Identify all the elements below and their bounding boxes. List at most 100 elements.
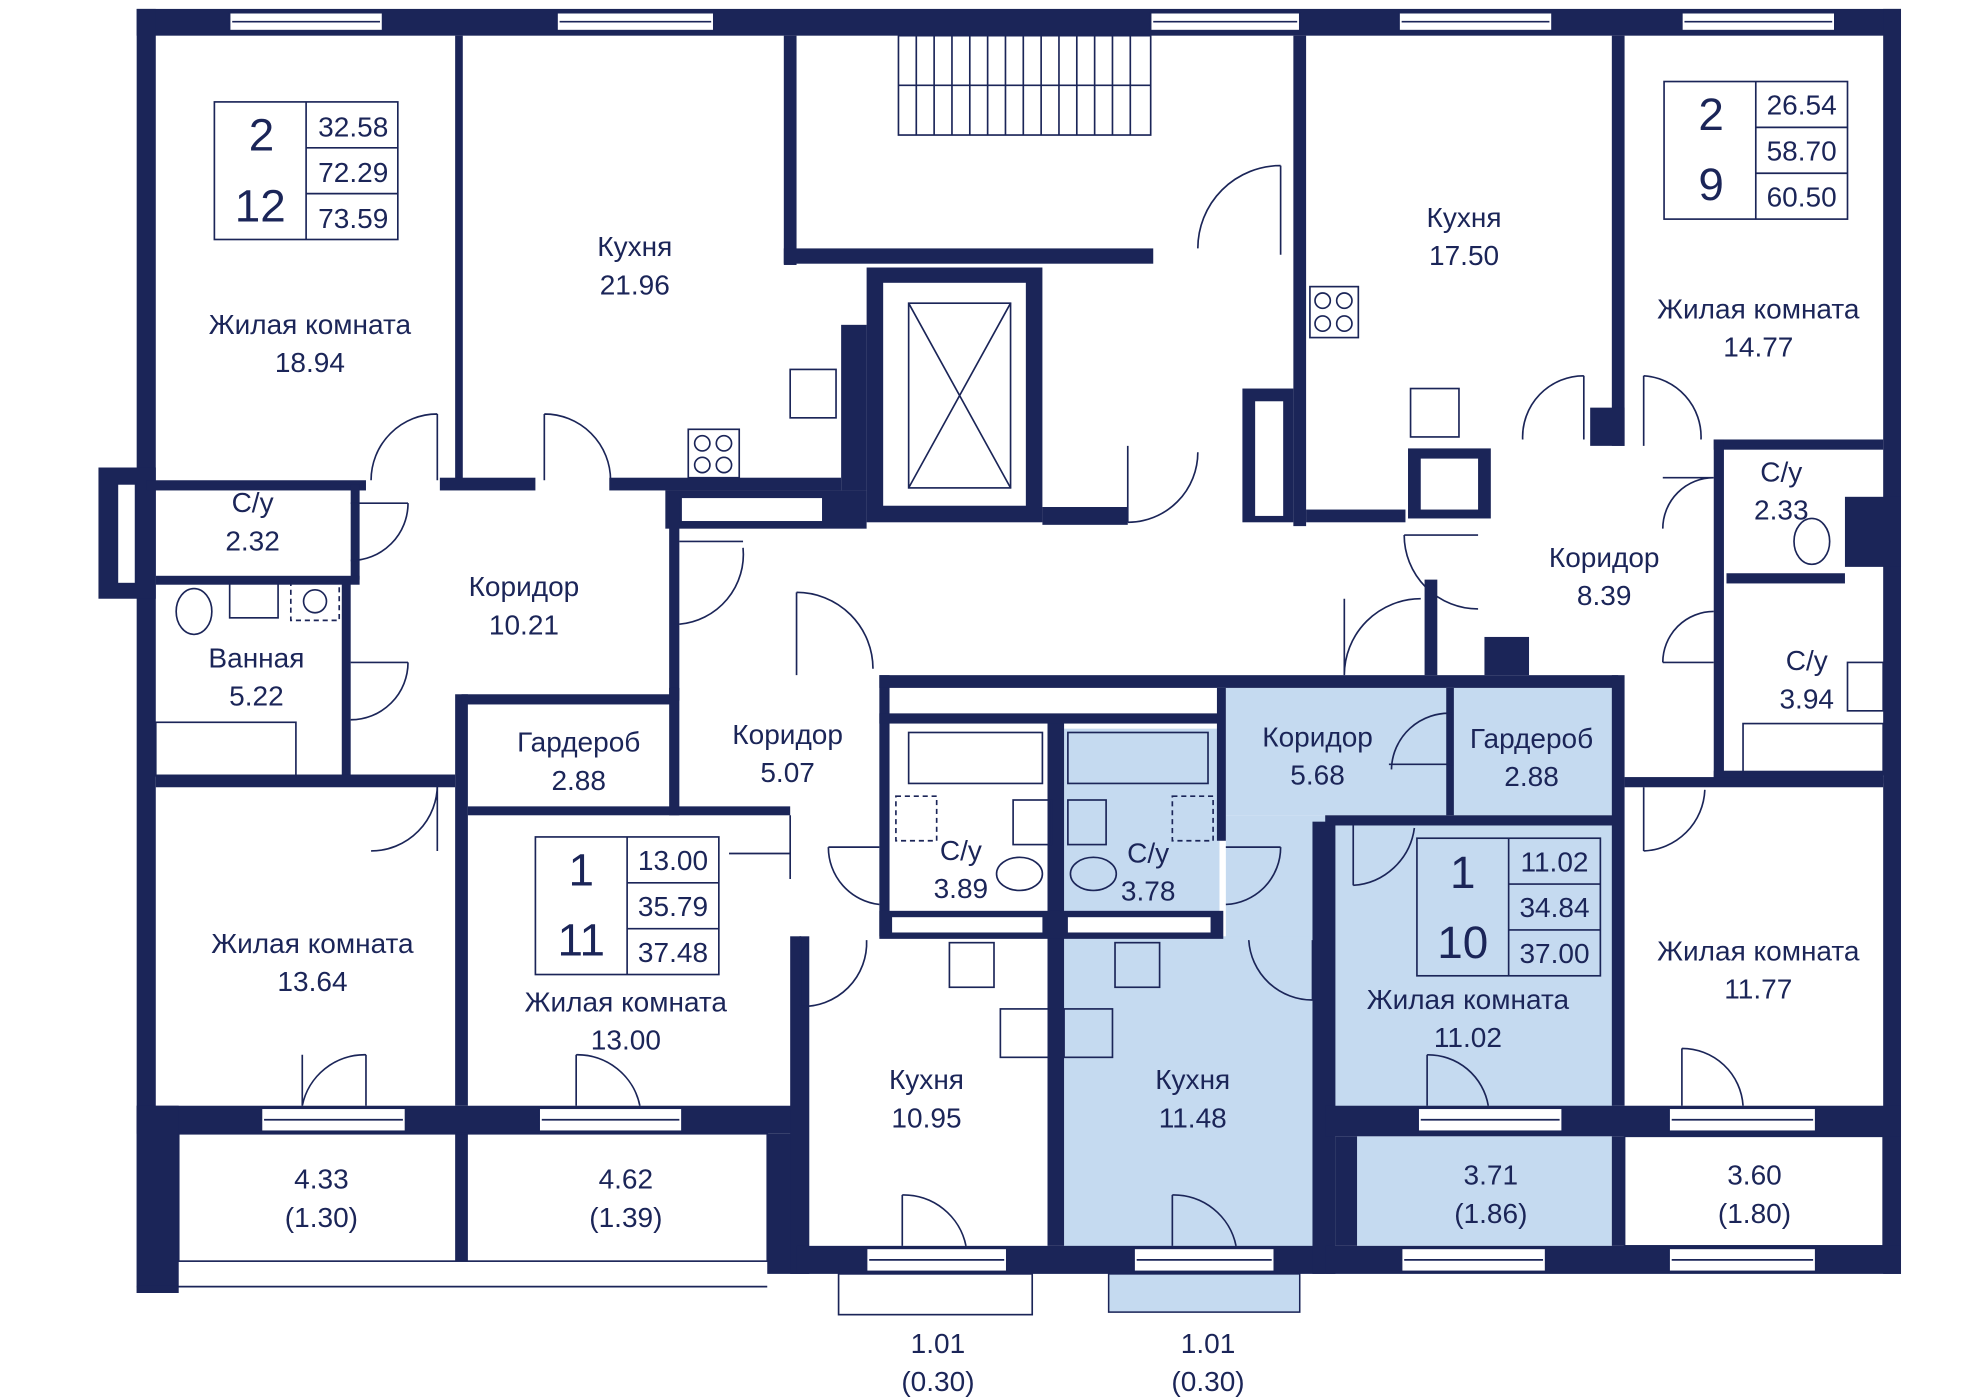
room-count: 1 <box>569 843 595 895</box>
windows <box>228 11 1836 1273</box>
sink-icon <box>1409 387 1460 438</box>
room-area: 3.78 <box>1121 876 1176 907</box>
room-area: 11.77 <box>1724 974 1792 1005</box>
bathtub-icon <box>1742 722 1884 776</box>
toilet-icon <box>1793 517 1831 566</box>
room-area: 18.94 <box>275 347 345 378</box>
sink-icon <box>1846 661 1884 712</box>
sink-icon <box>1114 941 1161 989</box>
elevator <box>907 302 1012 489</box>
doors[interactable] <box>301 164 1744 1247</box>
balcony-reduced-area: (0.30) <box>901 1366 974 1397</box>
balcony-reduced-area: (1.39) <box>589 1202 662 1233</box>
bathtub-icon <box>154 721 297 777</box>
sink-icon <box>228 581 279 619</box>
balcony-reduced-area: (1.80) <box>1718 1198 1791 1229</box>
room-name: Жилая комната <box>1367 984 1570 1015</box>
room-area: 5.68 <box>1290 760 1345 791</box>
total-area-with-balcony: 60.50 <box>1767 181 1837 212</box>
info-box-apartment-9: 2 9 26.54 58.70 60.50 <box>1663 80 1849 220</box>
toilet-icon <box>175 587 213 636</box>
sink-icon <box>789 368 837 419</box>
walls <box>98 8 1902 1293</box>
toilet-icon <box>995 856 1044 892</box>
total-area: 58.70 <box>1767 136 1837 167</box>
sink-icon <box>1067 799 1107 846</box>
balcony-reduced-area: (1.86) <box>1454 1198 1527 1229</box>
room-name: Коридор <box>1262 721 1373 752</box>
stove-icon <box>687 428 741 479</box>
room-area: 11.02 <box>1434 1022 1502 1053</box>
living-area: 32.58 <box>318 111 388 142</box>
room-name: Кухня <box>1427 202 1502 233</box>
balcony-labels: 4.33 (1.30) 4.62 (1.39) 3.71 (1.86) 3.60 (1.… <box>285 1160 1791 1397</box>
balcony-area: 1.01 <box>911 1328 966 1359</box>
balcony-area: 4.33 <box>294 1164 349 1195</box>
room-labels: Жилая комната 18.94 Кухня 21.96 С/у 2.32 Ва… <box>208 202 1859 1134</box>
room-name: С/у <box>1127 837 1169 868</box>
room-area: 2.88 <box>1504 761 1559 792</box>
info-box-apartment-10: 1 10 11.02 34.84 37.00 <box>1416 837 1602 977</box>
stairs <box>897 34 1152 136</box>
room-name: Ванная <box>208 643 304 674</box>
room-name: С/у <box>1760 457 1802 488</box>
apartment-10-highlight[interactable] <box>1064 687 1615 1313</box>
room-area: 2.32 <box>225 525 280 556</box>
balcony-reduced-area: (1.30) <box>285 1202 358 1233</box>
room-area: 14.77 <box>1723 332 1793 363</box>
living-area: 13.00 <box>638 845 708 876</box>
room-area: 8.39 <box>1577 580 1632 611</box>
room-count: 2 <box>1698 88 1724 140</box>
room-area: 2.88 <box>551 765 606 796</box>
total-area-with-balcony: 37.48 <box>638 937 708 968</box>
total-area-with-balcony: 37.00 <box>1519 938 1589 969</box>
total-area: 72.29 <box>318 157 388 188</box>
washer-icon <box>289 581 341 622</box>
room-area: 17.50 <box>1429 240 1499 271</box>
balcony-area: 4.62 <box>599 1164 654 1195</box>
room-name: Коридор <box>1549 542 1660 573</box>
room-name: С/у <box>1786 645 1828 676</box>
room-area: 5.07 <box>760 757 815 788</box>
total-area: 35.79 <box>638 891 708 922</box>
fixtures <box>154 285 1884 1059</box>
room-area: 10.95 <box>891 1102 961 1133</box>
balcony-area: 3.60 <box>1727 1160 1782 1191</box>
room-area: 13.64 <box>277 966 347 997</box>
balcony-reduced-area: (0.30) <box>1171 1366 1244 1397</box>
room-name: Жилая комната <box>525 986 728 1017</box>
room-name: Гардероб <box>517 727 640 758</box>
room-name: Гардероб <box>1470 723 1593 754</box>
room-area: 11.48 <box>1159 1102 1227 1133</box>
toilet-icon <box>1069 856 1118 892</box>
room-area: 2.33 <box>1754 495 1809 526</box>
sink-icon <box>1012 799 1053 846</box>
room-area: 3.89 <box>934 873 989 904</box>
apartment-number: 11 <box>557 913 605 965</box>
room-name: Кухня <box>1155 1064 1230 1095</box>
room-area: 21.96 <box>600 269 670 300</box>
total-area: 34.84 <box>1519 892 1589 923</box>
apartment-number: 12 <box>235 180 286 232</box>
room-area: 5.22 <box>229 681 284 712</box>
stove-icon <box>1309 285 1360 339</box>
stove-icon <box>1063 1008 1114 1059</box>
room-name: С/у <box>232 487 274 518</box>
bathtub-icon <box>1067 731 1209 785</box>
info-box-apartment-12: 2 12 32.58 72.29 73.59 <box>213 101 399 241</box>
washer-icon <box>895 795 938 842</box>
balcony-frames <box>136 1132 1884 1316</box>
apartment-number: 9 <box>1698 158 1724 210</box>
info-box-apartment-11: 1 11 13.00 35.79 37.48 <box>534 836 720 976</box>
room-area: 3.94 <box>1779 683 1834 714</box>
room-name: Жилая комната <box>1657 293 1860 324</box>
washer-icon <box>1171 795 1214 842</box>
living-area: 11.02 <box>1520 846 1588 877</box>
balcony-area: 1.01 <box>1181 1328 1236 1359</box>
room-name: Жилая комната <box>211 928 414 959</box>
balcony-area: 3.71 <box>1464 1160 1519 1191</box>
sink-icon <box>948 941 995 989</box>
living-area: 26.54 <box>1767 90 1837 121</box>
room-name: Жилая комната <box>1657 936 1860 967</box>
